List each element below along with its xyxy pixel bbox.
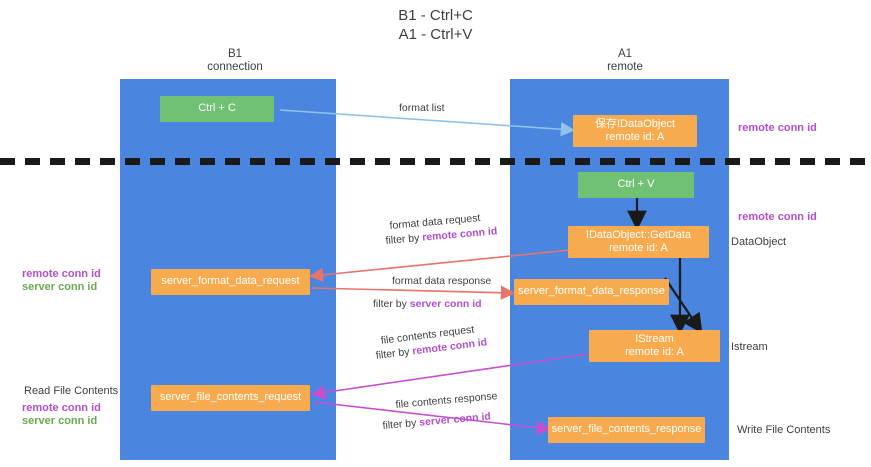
annotation-left-remote-conn-id-mid: remote conn id bbox=[22, 268, 101, 280]
edge-label-format-data-response: format data response bbox=[392, 275, 492, 287]
lane-header-b1-connection: B1 connection bbox=[207, 48, 263, 73]
annotation-left-server-conn-id-mid: server conn id bbox=[22, 281, 98, 293]
idataobject-getdata-box[interactable]: IDataObject::GetData remote id: A bbox=[568, 226, 709, 258]
save-idataobject-box[interactable]: 保存IDataObject remote id: A bbox=[573, 115, 697, 147]
annotation-dataobject: DataObject bbox=[731, 236, 787, 248]
annotation-left-server-conn-id-bottom: server conn id bbox=[22, 415, 98, 427]
annotation-read-file-contents: Read File Contents bbox=[24, 385, 119, 397]
edge-label-format-data-response-filter: filter by server conn id bbox=[373, 297, 482, 311]
annotation-istream: Istream bbox=[731, 341, 768, 353]
server-format-data-response-box[interactable]: server_format_data_response bbox=[514, 279, 669, 305]
annotation-remote-conn-id-mid: remote conn id bbox=[738, 211, 817, 223]
edge-label-format-list: format list bbox=[399, 102, 445, 114]
server-conn-id-key: server conn id bbox=[409, 298, 482, 310]
annotation-left-remote-conn-id-bottom: remote conn id bbox=[22, 402, 101, 414]
server-file-contents-response-box[interactable]: server_file_contents_response bbox=[548, 417, 705, 443]
istream-box[interactable]: IStream remote id: A bbox=[589, 330, 720, 362]
filter-by-prefix: filter by bbox=[385, 231, 423, 247]
server-format-data-request-box[interactable]: server_format_data_request bbox=[151, 269, 310, 295]
lane-header-a1-remote: A1 remote bbox=[607, 48, 643, 73]
ctrl-v-box[interactable]: Ctrl + V bbox=[578, 172, 694, 198]
filter-by-prefix: filter by bbox=[382, 416, 420, 432]
annotation-write-file-contents: Write File Contents bbox=[737, 424, 831, 436]
ctrl-c-box[interactable]: Ctrl + C bbox=[160, 96, 274, 122]
annotation-remote-conn-id-top: remote conn id bbox=[738, 122, 817, 134]
filter-by-prefix: filter by bbox=[373, 298, 410, 310]
phase-divider bbox=[0, 158, 871, 165]
server-file-contents-request-box[interactable]: server_file_contents_request bbox=[151, 385, 310, 411]
diagram-title: B1 - Ctrl+C A1 - Ctrl+V bbox=[398, 7, 473, 43]
